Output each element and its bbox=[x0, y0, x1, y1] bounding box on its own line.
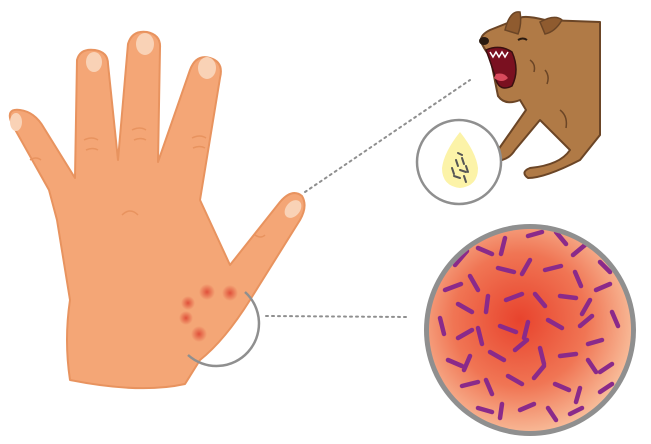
connector-wound-to-bacteria bbox=[266, 316, 408, 317]
hand-icon bbox=[10, 32, 305, 388]
saliva-drop-icon bbox=[417, 120, 501, 204]
bacteria-rods-icon bbox=[424, 224, 636, 436]
